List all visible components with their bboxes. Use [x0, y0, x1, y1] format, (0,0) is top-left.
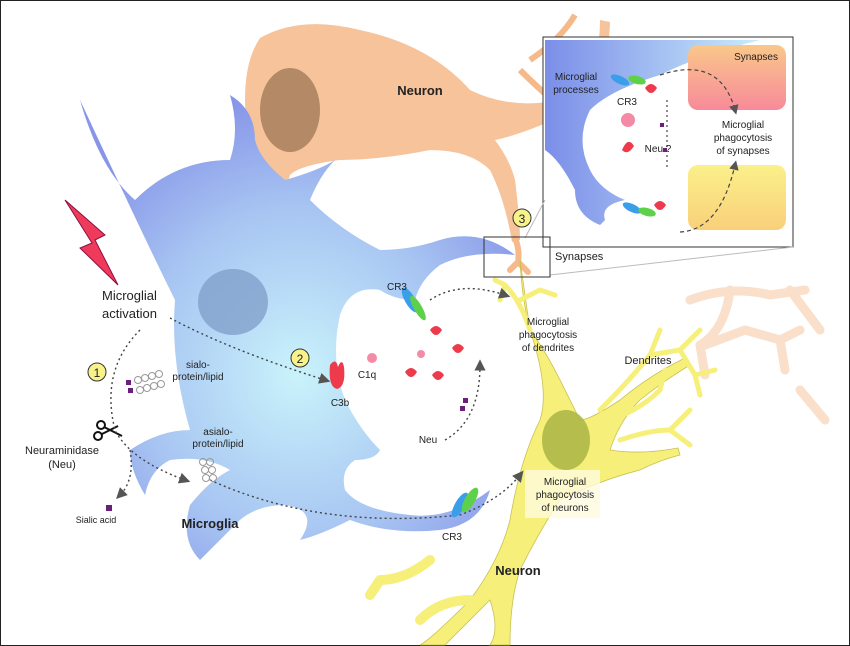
neuron-top-nucleus	[260, 68, 320, 152]
synapse-highlight-box	[483, 236, 551, 278]
microglial-activation-label-2: activation	[102, 306, 157, 321]
lightning-icon	[64, 199, 119, 286]
step-badge-3: 3	[512, 208, 532, 228]
scissors-icon	[93, 420, 123, 441]
neuron-bottom-shape	[365, 259, 718, 646]
microglia-nucleus	[198, 269, 268, 335]
synapses-label: Synapses	[555, 251, 604, 263]
asialo-label-2: protein/lipid	[192, 439, 243, 450]
svg-text:3: 3	[519, 212, 526, 226]
inset-processes-label-2: processes	[553, 85, 599, 96]
inset-c3b	[622, 141, 634, 153]
neuron-bottom-nucleus	[542, 410, 590, 470]
phagocytosis-dendrites-label: Microglial	[527, 317, 569, 328]
inset-synapse-bottom	[688, 165, 786, 230]
c3b-protein	[329, 361, 345, 389]
c1q-protein	[367, 353, 377, 363]
inset-c1q	[621, 113, 635, 127]
microglia-label: Microglia	[181, 516, 239, 531]
inset-phagocytosis-label-3: of synapses	[716, 146, 769, 157]
sialic-acid-marker	[106, 505, 112, 511]
c3b-label: C3b	[331, 398, 350, 409]
sialo-label: sialo-	[186, 360, 210, 371]
cr3-receptor-bottom	[451, 487, 479, 518]
cr3-bottom-label: CR3	[442, 532, 462, 543]
synapse-inset	[542, 36, 794, 248]
inset-phagocytosis-label: Microglial	[722, 120, 764, 131]
cr3-top-label: CR3	[387, 282, 407, 293]
distant-neuron-dendrites	[685, 285, 830, 425]
inset-neu-question-label: Neu ?	[645, 144, 672, 155]
inset-microglial-processes	[545, 40, 760, 225]
asialo-label: asialo-	[203, 427, 232, 438]
inset-processes-label: Microglial	[555, 72, 597, 83]
svg-text:2: 2	[297, 352, 304, 366]
c1q-label: C1q	[358, 370, 376, 381]
neu-label: Neu	[419, 435, 437, 446]
phagocytosis-dendrites-label-2: phagocytosis	[519, 330, 577, 341]
phagocytosis-neurons-label-3: of neurons	[541, 503, 588, 514]
inset-synapses-label: Synapses	[734, 52, 778, 63]
microglia-cell	[80, 95, 515, 560]
microglial-activation-label: Microglial	[102, 288, 157, 303]
neuron-top-label: Neuron	[397, 83, 443, 98]
phagocytosis-neurons-label: Microglial	[544, 477, 586, 488]
neuraminidase-label-2: (Neu)	[48, 459, 76, 471]
sialo-glycan-chain	[126, 370, 165, 394]
svg-text:1: 1	[94, 366, 101, 380]
step-badge-2: 2	[290, 348, 310, 368]
step-badge-1: 1	[87, 362, 107, 382]
inset-cr3-top	[610, 74, 657, 93]
phagocytosis-neurons-label-2: phagocytosis	[536, 490, 594, 501]
inset-synapse-top	[688, 45, 786, 110]
inset-cr3-bottom	[622, 201, 666, 217]
pathway-arrows	[110, 287, 524, 520]
inset-cr3-label: CR3	[617, 97, 637, 108]
inset-phagocytosis-label-2: phagocytosis	[714, 133, 772, 144]
sialo-label-2: protein/lipid	[172, 372, 223, 383]
asialo-glycan-chain	[199, 458, 217, 482]
cr3-receptor-top	[401, 287, 426, 321]
neuraminidase-label: Neuraminidase	[25, 445, 99, 457]
dendrites-label: Dendrites	[624, 355, 672, 367]
phagocytosis-dendrites-label-3: of dendrites	[522, 343, 574, 354]
sialic-acid-label: Sialic acid	[76, 515, 117, 525]
neuron-bottom-label: Neuron	[495, 563, 541, 578]
